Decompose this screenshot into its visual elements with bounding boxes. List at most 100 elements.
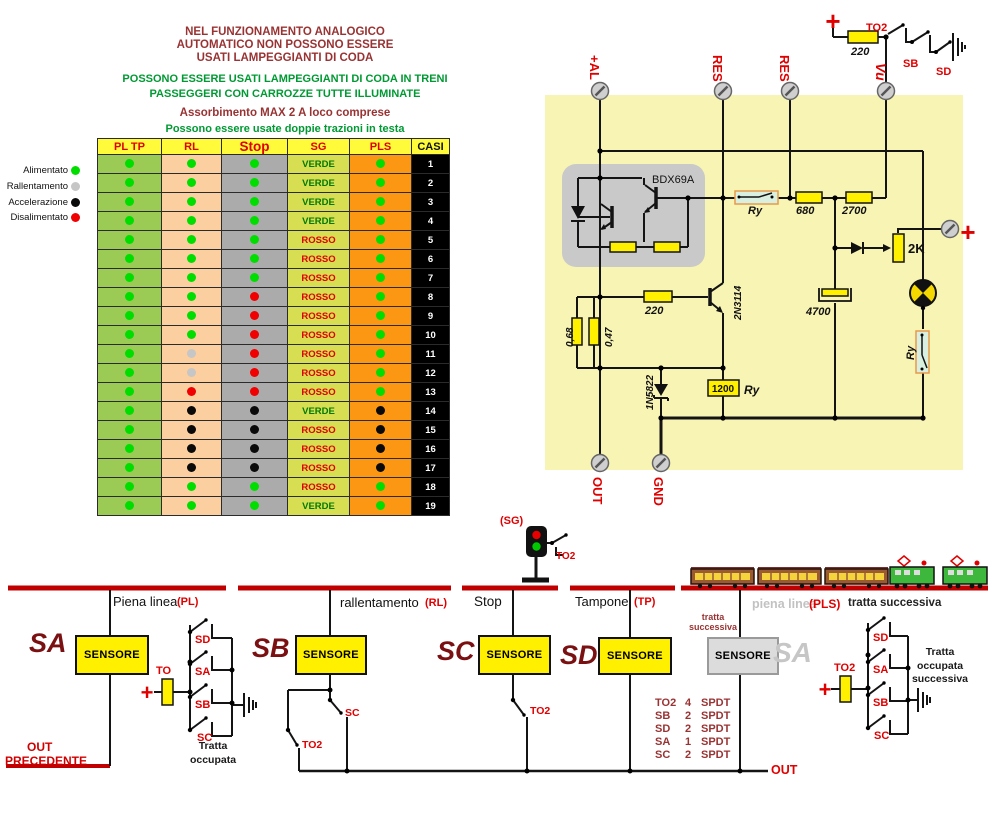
chain-sb-sc: SC: [345, 707, 360, 719]
legend-dot: [71, 197, 80, 207]
case-number-cell: 3: [411, 192, 450, 212]
state-cell: [349, 496, 412, 516]
state-cell: [97, 306, 162, 326]
label-to2-top: TO2: [866, 22, 887, 34]
state-dot-green: [250, 254, 259, 263]
sg-state-cell: ROSSO: [287, 439, 350, 459]
resistor-680: [795, 191, 823, 204]
spdt-cell: SPDT: [701, 749, 731, 762]
state-cell: [349, 173, 412, 193]
state-dot-red: [187, 387, 196, 396]
terminal-label-vu: Vu: [873, 63, 889, 81]
label-plus-right: +: [960, 217, 975, 247]
state-cell: [221, 344, 288, 364]
case-number-cell: 8: [411, 287, 450, 307]
state-cell: [349, 211, 412, 231]
state-dot-black: [250, 444, 259, 453]
label-sd-top: SD: [936, 66, 951, 78]
segment-label-rl: rallentamento: [340, 595, 419, 610]
state-dot-green: [376, 197, 385, 206]
sg-state-cell: VERDE: [287, 154, 350, 174]
state-cell: [349, 249, 412, 269]
state-dot-green: [125, 387, 134, 396]
col-header-rl: RL: [161, 138, 222, 155]
state-dot-black: [250, 406, 259, 415]
state-cell: [221, 420, 288, 440]
sg-state-cell: VERDE: [287, 173, 350, 193]
chain-left-note: Tratta occupata: [180, 740, 246, 767]
note-line: Assorbimento MAX 2 A loco comprese: [179, 107, 391, 119]
state-cell: [349, 230, 412, 250]
spdt-cell: SPDT: [701, 710, 731, 723]
spdt-cell: SC: [655, 749, 671, 762]
state-dot-green: [187, 292, 196, 301]
spdt-cell: 2: [685, 710, 692, 723]
label-signal-to2: TO2: [556, 551, 576, 562]
spdt-cell: SPDT: [701, 723, 731, 736]
state-dot-green: [125, 501, 134, 510]
circuit-background: [545, 95, 963, 470]
chain-right-plus: +: [819, 677, 832, 702]
state-cell: [349, 344, 412, 364]
legend-item: Alimentato: [14, 163, 80, 179]
state-dot-red: [250, 349, 259, 358]
state-cell: [349, 382, 412, 402]
state-dot-green: [125, 330, 134, 339]
state-dot-green: [376, 254, 385, 263]
chain-left-sb: SB: [195, 699, 210, 711]
chain-sb-to2: TO2: [302, 739, 322, 751]
state-cell: [349, 363, 412, 383]
state-cell: [161, 325, 222, 345]
state-cell: [221, 496, 288, 516]
note-line: NEL FUNZIONAMENTO ANALOGICO: [185, 26, 385, 38]
state-cell: [161, 439, 222, 459]
state-dot-black: [187, 444, 196, 453]
next-note-line1: tratta: [701, 612, 725, 622]
state-dot-green: [125, 178, 134, 187]
spdt-cell: SA: [655, 736, 671, 749]
sg-state-cell: ROSSO: [287, 268, 350, 288]
state-cell: [349, 154, 412, 174]
segment-tag-tp: (TP): [634, 596, 656, 608]
state-dot-green: [125, 349, 134, 358]
state-dot-green: [376, 178, 385, 187]
spdt-cell: SD: [655, 723, 671, 736]
label-068: 0,68: [565, 327, 576, 347]
bdx-resistors: [609, 241, 681, 253]
state-dot-green: [125, 406, 134, 415]
next-section-note: tratta successiva: [684, 612, 742, 632]
relay-coil-1200: [707, 379, 740, 397]
sg-state-cell: ROSSO: [287, 249, 350, 269]
terminal-al: [590, 81, 610, 101]
spdt-cell: SPDT: [701, 736, 731, 749]
chain-left-plus: +: [141, 680, 154, 705]
track-switch-resistors: [161, 675, 852, 706]
state-dot-green: [250, 501, 259, 510]
resistor-220-mid: [643, 290, 673, 303]
legend-dot: [71, 166, 80, 176]
capacitor-4700: [818, 288, 852, 302]
state-cell: [97, 458, 162, 478]
legend-dot: [71, 182, 80, 192]
state-cell: [349, 439, 412, 459]
case-number-cell: 17: [411, 458, 450, 478]
state-dot-green: [187, 216, 196, 225]
case-number-cell: 12: [411, 363, 450, 383]
state-cell: [161, 477, 222, 497]
state-cell: [221, 363, 288, 383]
chain-right-note3: successiva: [911, 673, 969, 685]
sensor-letter-sc: SC: [437, 636, 475, 666]
state-dot-green: [376, 216, 385, 225]
next-note-line2: successiva: [688, 622, 738, 632]
terminal-label-out: OUT: [590, 477, 605, 505]
chain-right-note2: occupata: [916, 659, 964, 672]
legend-label: Rallentamento: [6, 181, 68, 193]
coach: [824, 567, 889, 589]
state-dot-green: [250, 159, 259, 168]
label-sb-top: SB: [903, 58, 918, 70]
label-2k: 2K: [908, 241, 925, 256]
